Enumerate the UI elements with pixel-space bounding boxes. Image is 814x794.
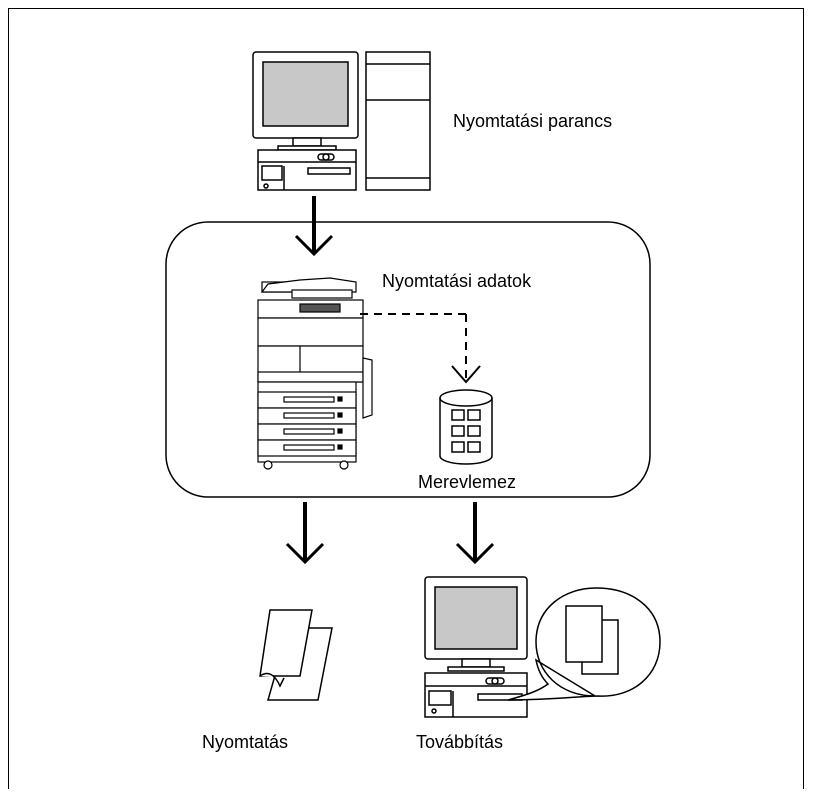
diagram-frame [8, 8, 804, 789]
arrow-down-1 [294, 196, 334, 257]
label-print-command: Nyomtatási parancs [453, 111, 613, 131]
speech-bubble-icon [507, 587, 661, 701]
hdd-icon [439, 389, 493, 465]
source-computer-icon [252, 51, 431, 191]
arrow-down-3 [455, 502, 495, 565]
label-forwarding: Továbbítás [416, 732, 504, 752]
dest-computer-icon [424, 576, 528, 718]
label-print-data: Nyomtatási adatok [382, 271, 532, 291]
dashed-arrowhead [451, 365, 481, 384]
label-hard-disk: Merevlemez [418, 472, 517, 492]
system-box [165, 221, 651, 498]
mfp-icon [257, 277, 373, 470]
paper-icon [259, 609, 333, 701]
dashed-connector [360, 313, 467, 380]
label-printing: Nyomtatás [202, 732, 289, 752]
arrow-down-2 [285, 502, 325, 565]
